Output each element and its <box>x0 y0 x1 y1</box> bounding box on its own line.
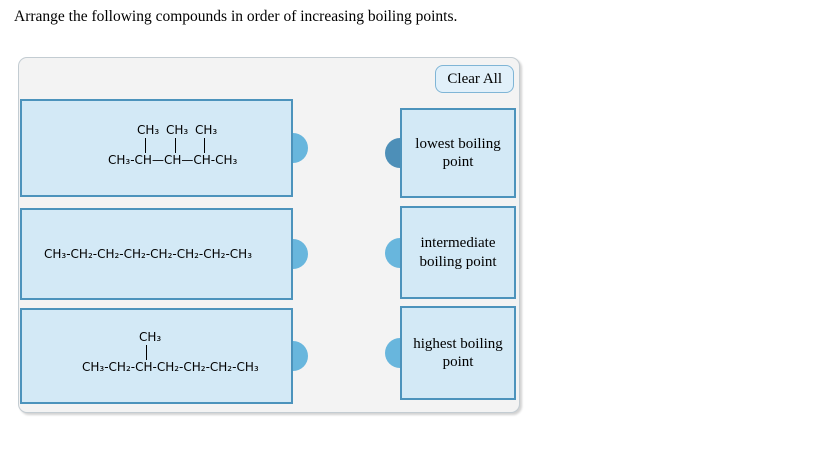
structural-formula-2: CH₃-CH₂-CH₂-CH₂-CH₂-CH₂-CH₂-CH₃ <box>22 210 291 298</box>
formula-backbone: CH₃-CH₂-CH-CH₂-CH₂-CH₂-CH₃ <box>82 360 259 374</box>
compound-card-3[interactable]: CH₃ CH₃-CH₂-CH-CH₂-CH₂-CH₂-CH₃ <box>20 308 308 404</box>
target-card-highest[interactable]: highest boiling point <box>385 306 516 400</box>
structural-formula-3: CH₃ CH₃-CH₂-CH-CH₂-CH₂-CH₂-CH₃ <box>22 310 291 402</box>
formula-top-group: CH₃ <box>139 330 162 344</box>
target-label: lowest boiling point <box>415 135 501 170</box>
bond-line <box>146 345 147 360</box>
formula-backbone: CH₃-CH₂-CH₂-CH₂-CH₂-CH₂-CH₂-CH₃ <box>44 247 253 261</box>
bond-line <box>145 138 146 153</box>
formula-top-group: CH₃ <box>166 123 189 137</box>
compound-1-connector[interactable] <box>293 133 308 163</box>
target-label: intermediate boiling point <box>419 235 497 270</box>
target-card-intermediate[interactable]: intermediate boiling point <box>385 206 516 299</box>
formula-backbone: CH₃-CH—CH—CH-CH₃ <box>108 153 238 167</box>
compound-card-2[interactable]: CH₃-CH₂-CH₂-CH₂-CH₂-CH₂-CH₂-CH₃ <box>20 208 308 300</box>
interaction-panel: Clear All CH₃ CH₃ CH₃ CH₃-CH—CH—CH-CH₃ C… <box>18 57 520 413</box>
question-text: Arrange the following compounds in order… <box>14 8 458 25</box>
clear-all-button[interactable]: Clear All <box>435 65 514 93</box>
formula-top-group: CH₃ <box>195 123 218 137</box>
target-label: highest boiling point <box>413 335 503 370</box>
bond-line <box>204 138 205 153</box>
compound-card-1[interactable]: CH₃ CH₃ CH₃ CH₃-CH—CH—CH-CH₃ <box>20 99 308 197</box>
target-highest-connector[interactable] <box>385 338 400 368</box>
target-lowest-connector[interactable] <box>385 138 400 168</box>
compound-2-connector[interactable] <box>293 239 308 269</box>
target-card-lowest[interactable]: lowest boiling point <box>385 108 516 198</box>
formula-top-group: CH₃ <box>137 123 160 137</box>
bond-line <box>175 138 176 153</box>
compound-3-connector[interactable] <box>293 341 308 371</box>
structural-formula-1: CH₃ CH₃ CH₃ CH₃-CH—CH—CH-CH₃ <box>22 101 291 195</box>
target-intermediate-connector[interactable] <box>385 237 400 268</box>
